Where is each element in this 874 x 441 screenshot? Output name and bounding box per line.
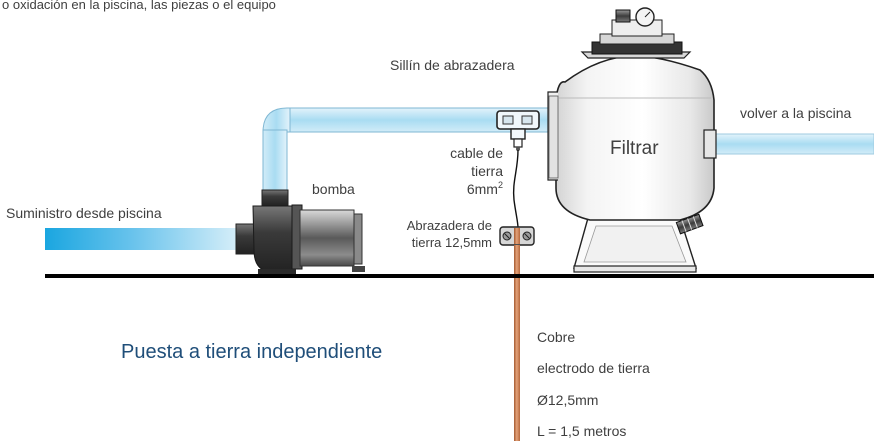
copper-label-2: electrodo de tierra <box>537 360 650 376</box>
supply-pipe <box>45 228 240 250</box>
sand-filter <box>547 7 717 273</box>
pump-label: bomba <box>312 181 355 197</box>
filter-label: Filtrar <box>610 138 659 159</box>
ground-cable-label-1: cable de <box>450 145 503 161</box>
saddle-clamp-label: Sillín de abrazadera <box>390 57 515 73</box>
outlet-pipe <box>711 133 874 155</box>
copper-electrode <box>514 245 520 441</box>
ground-clamp-label-2: tierra 12,5mm <box>412 235 492 250</box>
copper-label-4: L = 1,5 metros <box>537 423 626 439</box>
copper-label-3: Ø12,5mm <box>537 392 598 408</box>
copper-label-1: Cobre <box>537 329 575 345</box>
ground-line <box>45 274 874 278</box>
ground-cable-label-2: tierra <box>471 163 503 179</box>
ground-cable <box>512 149 519 229</box>
ground-cable-label-3: 6mm2 <box>467 180 503 197</box>
ground-cable-size: 6mm <box>467 181 498 197</box>
ground-cable-superscript: 2 <box>498 180 503 190</box>
saddle-clamp <box>496 110 540 151</box>
ground-clamp <box>499 226 535 246</box>
supply-label: Suministro desde piscina <box>6 205 162 221</box>
ground-clamp-label-1: Abrazadera de <box>407 218 492 233</box>
pump <box>235 189 365 275</box>
return-to-pool-label: volver a la piscina <box>740 105 851 121</box>
header-cut-text: o oxidación en la piscina, las piezas o … <box>2 0 276 12</box>
diagram-title: Puesta a tierra independiente <box>121 341 382 363</box>
